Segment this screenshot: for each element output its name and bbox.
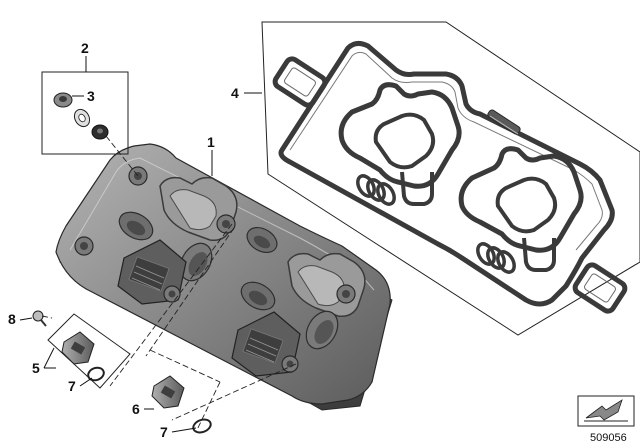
callout-5: 5 [32, 360, 40, 376]
fastener-kit-group [41, 71, 129, 155]
leader-lines [19, 56, 262, 433]
orientation-arrow-icon [584, 399, 628, 422]
screw-8 [32, 310, 47, 327]
gasket-small-seal-top [272, 56, 328, 108]
callout-7-b: 7 [160, 424, 168, 440]
callout-8: 8 [8, 311, 16, 327]
gasket-set-frame [261, 21, 640, 336]
ignition-coil-6 [151, 375, 185, 409]
gasket-strip-seal [487, 109, 521, 135]
gasket-inner-upper [338, 82, 462, 189]
callout-1: 1 [207, 134, 215, 150]
rubber-washer [91, 124, 109, 140]
callouts: 2 3 1 4 8 5 7 6 7 [8, 40, 239, 440]
plug-seal-rings-upper [356, 174, 396, 206]
document-id-box: 509056 [577, 395, 635, 444]
valve-cover [55, 143, 393, 411]
callout-6: 6 [132, 401, 140, 417]
gasket-small-seal-bottom [572, 262, 628, 314]
gasket-set-group [261, 21, 640, 336]
gasket-inner-lower [458, 146, 584, 253]
document-number: 509056 [590, 432, 627, 444]
spacer-sleeve [73, 108, 91, 128]
rubber-grommet [53, 92, 73, 108]
assembly-lines [41, 135, 297, 433]
coil-kit-5-frame [47, 313, 131, 389]
coil-kit-6-group [151, 375, 212, 434]
coil-kit-5-group [47, 313, 131, 389]
ignition-coil-5 [61, 331, 95, 365]
gasket-main-loop [278, 40, 615, 307]
callout-3: 3 [87, 88, 95, 104]
o-ring-7b [192, 418, 212, 434]
o-ring-7a [87, 366, 105, 382]
callout-4: 4 [231, 85, 239, 101]
fastener-kit-frame [41, 71, 129, 155]
callout-2: 2 [81, 40, 89, 56]
callout-7-a: 7 [68, 378, 76, 394]
plug-seal-rings-lower [476, 242, 516, 274]
